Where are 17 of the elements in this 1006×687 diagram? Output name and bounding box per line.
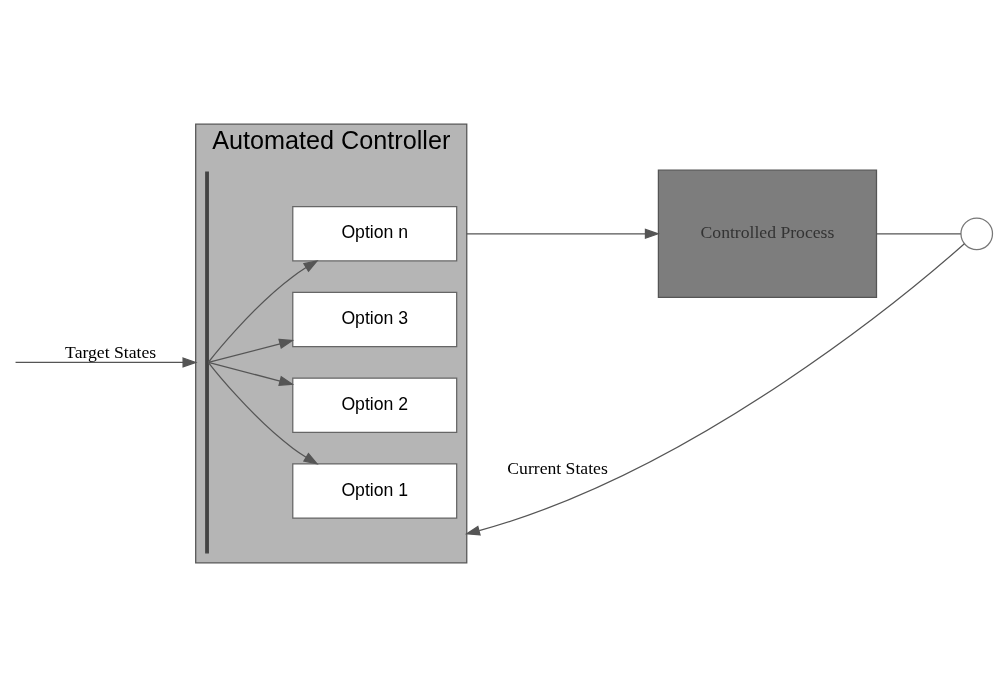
arrow (14, 357, 198, 368)
node-box: Option 1 (291, 463, 457, 519)
arrow (207, 259, 319, 363)
arrow (207, 361, 319, 465)
edge-label: Target States (64, 341, 156, 362)
connector (875, 233, 961, 235)
arrow (207, 361, 294, 387)
node-box: Option 2 (291, 377, 457, 433)
node-bar (204, 171, 209, 554)
edge-label: Current States (506, 457, 608, 478)
arrow (207, 338, 294, 363)
node-box: Option 3 (291, 291, 457, 348)
arrow (464, 243, 965, 536)
arrow (465, 228, 660, 240)
node-box: Option n (291, 206, 457, 262)
node-box: Controlled Process (657, 169, 877, 299)
node-circle (959, 217, 993, 251)
